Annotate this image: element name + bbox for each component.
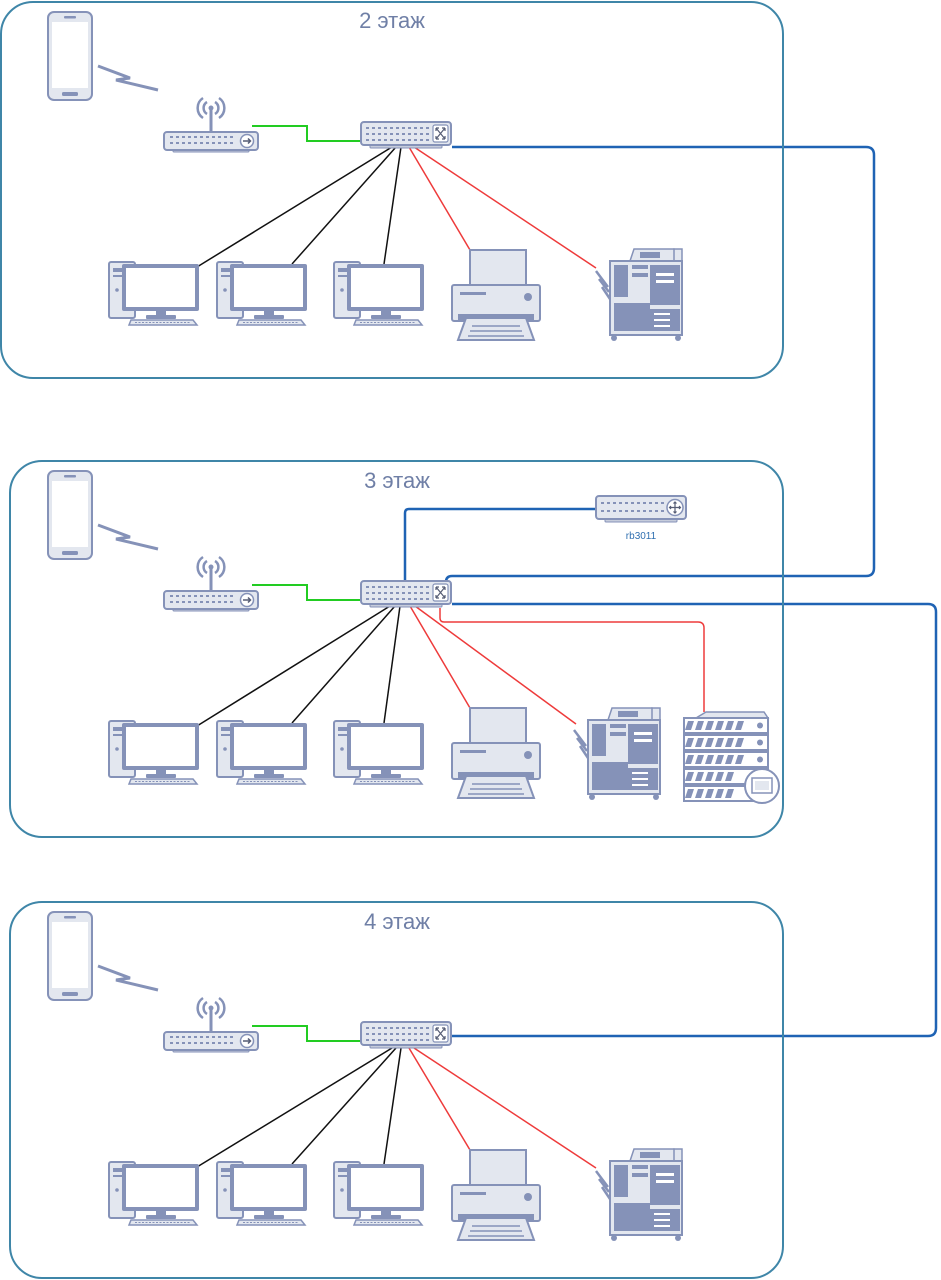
cables: [196, 584, 705, 727]
server-rack-icon: [683, 711, 780, 804]
uplink-cables: [403, 145, 938, 1038]
uplink-rb3011: [403, 507, 597, 580]
switch-icon: [360, 1021, 452, 1049]
smartphone-icon: [47, 11, 93, 101]
floor-title: 2 этаж: [359, 8, 425, 33]
wifi-router-icon: [162, 96, 260, 154]
floor-title: 4 этаж: [364, 909, 430, 934]
cables: [196, 125, 597, 269]
floor-4-zone: 4 этаж: [9, 901, 784, 1279]
floor-2-zone: 2 этаж: [0, 1, 784, 379]
desktop-pc-icon: [333, 720, 425, 785]
wifi-router-icon: [162, 555, 260, 613]
printer-icon: [451, 707, 541, 799]
desktop-pc-icon: [216, 1161, 308, 1226]
wireless-signal-icon: [96, 523, 160, 551]
mfp-copier-icon: [572, 706, 662, 802]
desktop-pc-icon: [108, 720, 200, 785]
wifi-router-icon: [162, 996, 260, 1054]
switch-icon: [360, 121, 452, 149]
floor-frame: [9, 901, 784, 1279]
router-icon: [595, 495, 687, 523]
router-label: rb3011: [626, 531, 657, 542]
uplink-floor-2: [444, 145, 876, 592]
uplink-floor-4: [452, 602, 938, 1038]
desktop-pc-icon: [216, 261, 308, 326]
printer-icon: [451, 1149, 541, 1241]
switch-icon: [360, 580, 452, 608]
desktop-pc-icon: [216, 720, 308, 785]
printer-icon: [451, 249, 541, 341]
desktop-pc-icon: [333, 261, 425, 326]
wireless-signal-icon: [96, 64, 160, 92]
smartphone-icon: [47, 911, 93, 1001]
desktop-pc-icon: [333, 1161, 425, 1226]
desktop-pc-icon: [108, 261, 200, 326]
smartphone-icon: [47, 470, 93, 560]
mfp-copier-icon: [594, 1147, 684, 1243]
floor-frame: [0, 1, 784, 379]
mfp-copier-icon: [594, 247, 684, 343]
wireless-signal-icon: [96, 964, 160, 992]
floor-frame: [9, 460, 784, 838]
floor-3-zone: 3 этаж rb3011: [9, 460, 784, 838]
floor-title: 3 этаж: [364, 468, 430, 493]
cables: [196, 1025, 597, 1169]
desktop-pc-icon: [108, 1161, 200, 1226]
